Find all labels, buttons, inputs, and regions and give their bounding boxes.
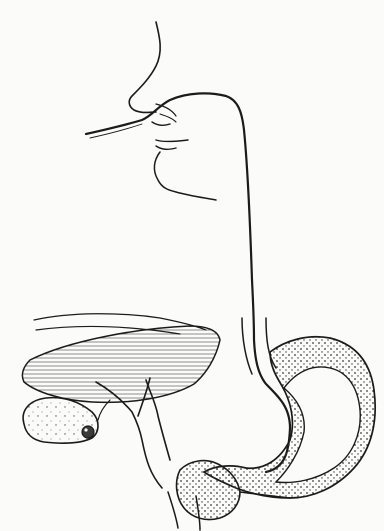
esophagus bbox=[242, 318, 276, 374]
liver bbox=[22, 314, 220, 403]
gallbladder bbox=[23, 398, 98, 444]
nasogastric-tube bbox=[86, 93, 290, 472]
gallstone-icon bbox=[82, 426, 94, 438]
face-profile bbox=[129, 22, 216, 200]
